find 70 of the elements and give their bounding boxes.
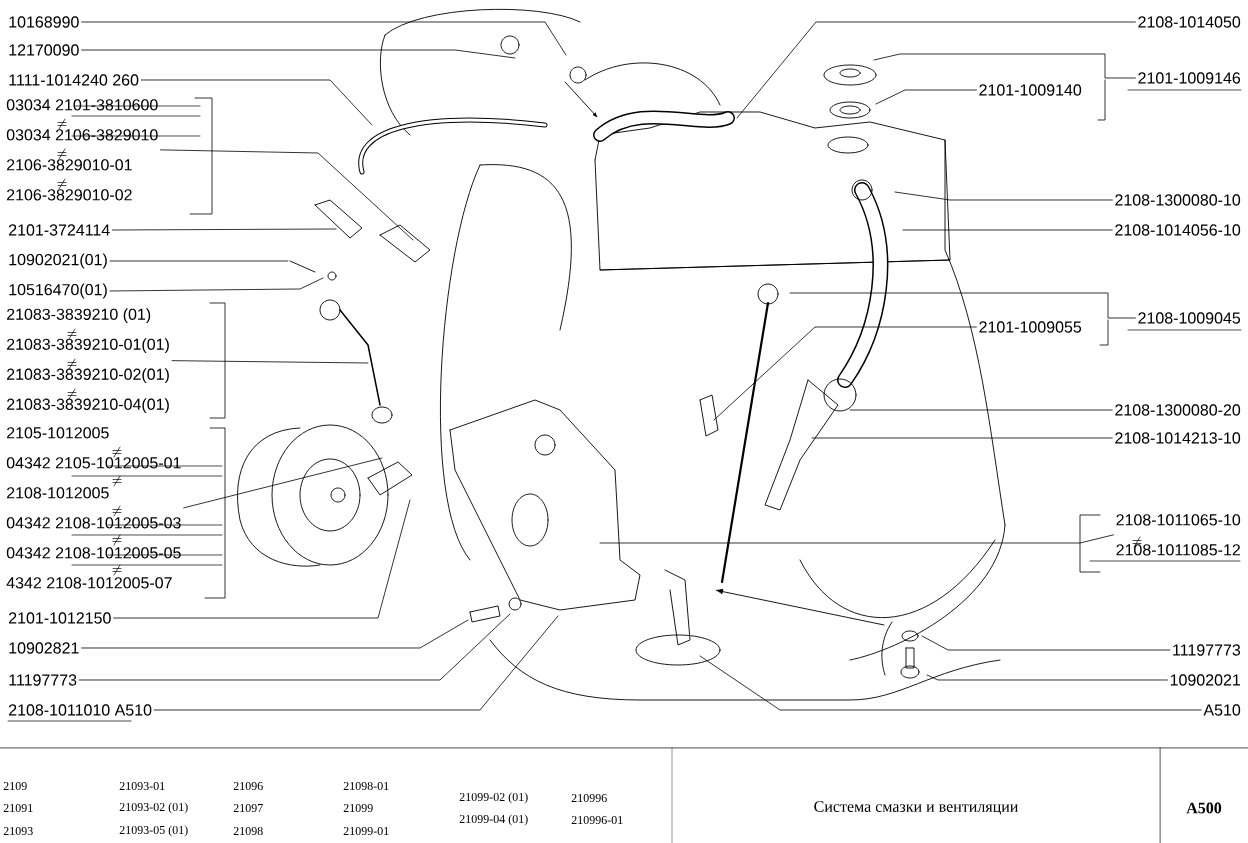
leader-line xyxy=(153,615,559,711)
part-number: 10902021(01) xyxy=(9,253,107,269)
part-number-list: 2108-1011065-10 2108-1011085-12 xyxy=(1116,514,1241,556)
part-number: 2101-1009146 xyxy=(1138,72,1241,84)
model-code: 21098 xyxy=(233,826,263,836)
model-code: 2109 xyxy=(3,781,27,791)
leader-line xyxy=(921,635,1171,651)
model-code: 21098-01 xyxy=(343,781,389,791)
leader-line xyxy=(81,619,469,649)
leader-line xyxy=(811,437,1113,439)
part-number: 2101-1009055 xyxy=(979,321,1082,333)
part-number: 2108-1014213-10 xyxy=(1115,432,1241,444)
model-code: 21093-05 (01) xyxy=(119,825,188,837)
title: Система смазки и вентиляции xyxy=(814,801,1018,815)
model-code: 21099 xyxy=(343,803,373,813)
part-number: 11197773 xyxy=(1173,644,1241,656)
part-number-list: 21083-3839210 (01) 21083-3839210-01(01) 21083-3839210-02(01) 21083-3839210-04(01) xyxy=(7,308,169,414)
part-number: 2108-1014050 xyxy=(1138,16,1241,28)
leader-line xyxy=(109,260,289,262)
part-number: 10902021 xyxy=(1170,674,1240,686)
leader-line xyxy=(926,674,1168,681)
part-number: 1111-1014240 260 xyxy=(9,74,139,86)
model-code: 21093-01 xyxy=(119,781,165,791)
leader-line xyxy=(81,49,516,59)
model-code: 210996-01 xyxy=(571,815,623,825)
leader-line xyxy=(736,21,1136,119)
leader-line xyxy=(789,292,1136,319)
part-number: 2101-3724114 xyxy=(9,224,110,236)
part-number: 10516470(01) xyxy=(9,283,107,299)
leader-line xyxy=(112,228,337,231)
part-number: 12170090 xyxy=(9,44,79,56)
leader-line xyxy=(113,499,411,619)
part-number: 2108-1300080-10 xyxy=(1115,194,1241,206)
leader-line xyxy=(160,149,414,241)
leader-line xyxy=(873,53,1136,79)
leader-line xyxy=(902,229,1113,231)
part-number: 2108-1011010 A510 xyxy=(9,704,152,716)
leader-line xyxy=(81,21,567,56)
leader-line xyxy=(78,613,511,681)
model-code: 21099-04 (01) xyxy=(459,814,528,826)
model-code: 21096 xyxy=(233,781,263,791)
model-code: 21097 xyxy=(233,803,263,813)
part-number: 11197773 xyxy=(9,674,77,686)
part-number: 2108-1009045 xyxy=(1138,312,1241,324)
leader-line xyxy=(894,191,1113,201)
model-code: 210996 xyxy=(571,793,607,803)
part-number: A510 xyxy=(1203,704,1241,716)
model-code: 21093-02 (01) xyxy=(119,802,188,814)
part-number: 2108-1300080-20 xyxy=(1115,404,1241,416)
model-code: 21099-02 (01) xyxy=(459,792,528,804)
leader-line xyxy=(183,457,383,509)
model-code: 21093 xyxy=(3,826,33,836)
part-number-list: 03034 2101-3810600 03034 2106-3829010 2106-3829010-01 2106-3829010-02 xyxy=(6,99,158,201)
leader-line xyxy=(109,277,324,292)
part-number: 10168990 xyxy=(9,16,79,28)
part-number: 2101-1012150 xyxy=(9,612,111,624)
part-number: 2101-1009140 xyxy=(979,84,1082,96)
leader-line xyxy=(849,409,1113,411)
leader-line xyxy=(140,79,373,126)
leader-line xyxy=(875,89,977,105)
model-code: 21099-01 xyxy=(343,826,389,836)
leader-line xyxy=(599,534,1114,544)
part-number-list: 2105-1012005 04342 2105-1012005-01 2108-1012005 04342 2108-1012005-03 04342 2108-1012005-05 4342 2108-1012005-07 xyxy=(6,427,181,589)
part-number: 2108-1014056-10 xyxy=(1115,224,1241,236)
leader-line xyxy=(713,326,977,421)
model-code: 21091 xyxy=(3,803,33,813)
leader-line xyxy=(699,655,1202,711)
sheet-code: A500 xyxy=(1186,802,1222,814)
part-number: 10902821 xyxy=(9,642,79,654)
leader-line xyxy=(171,360,369,364)
